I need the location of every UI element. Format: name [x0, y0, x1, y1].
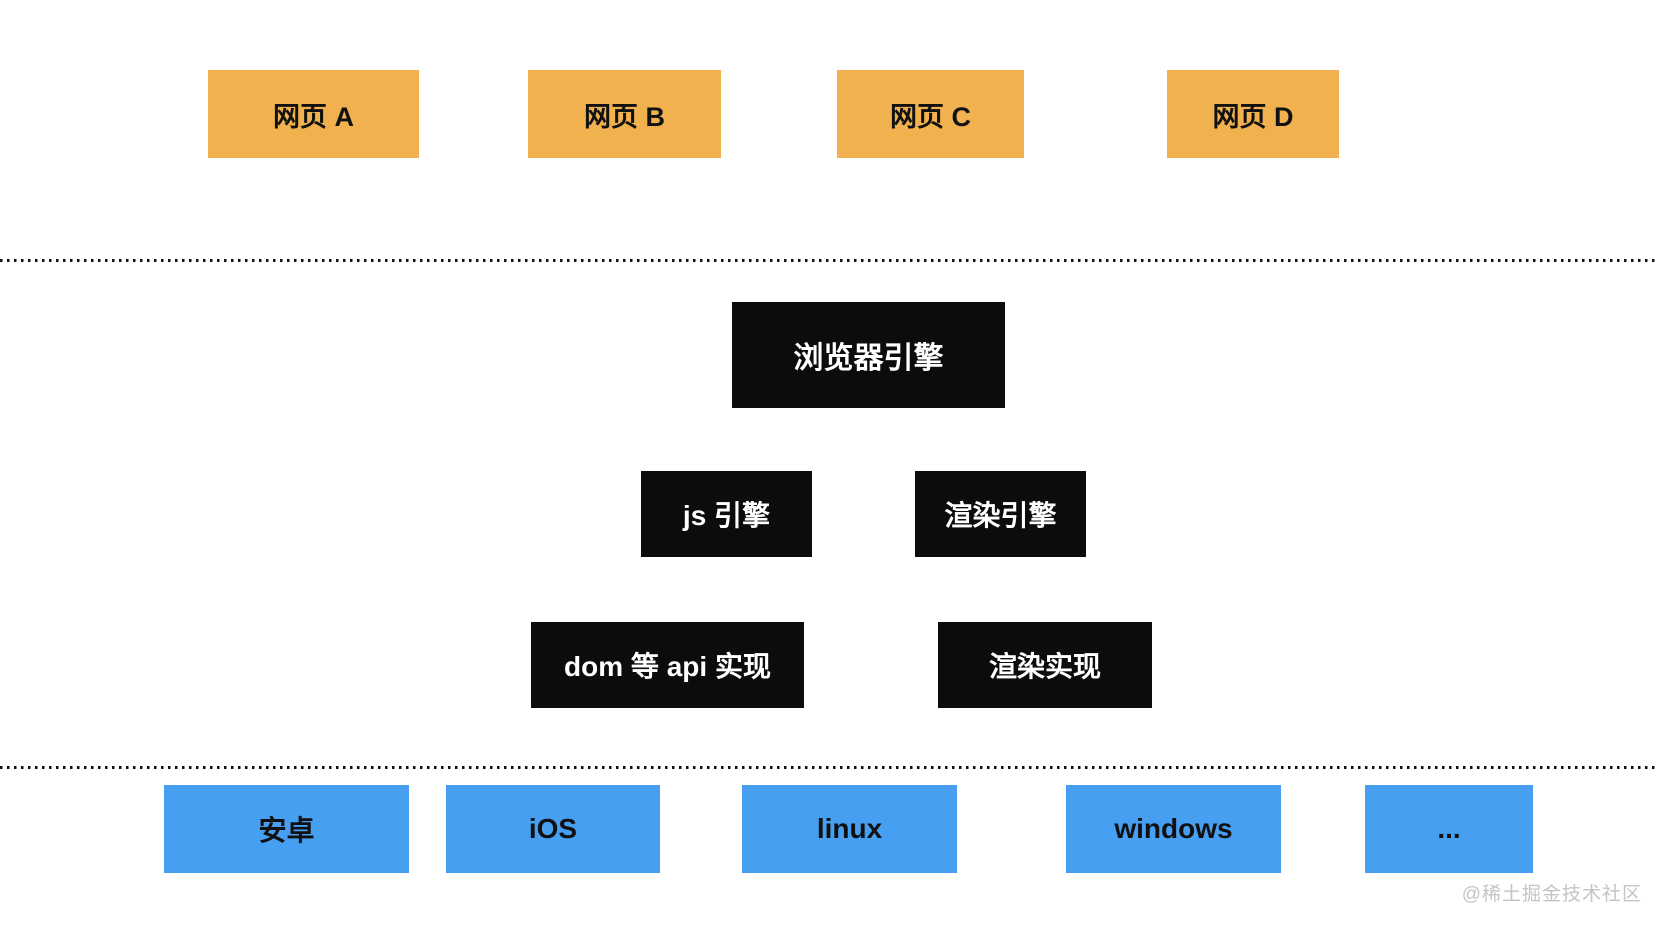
webpage-c-box: 网页 C [837, 70, 1024, 158]
juejin-watermark: @稀土掘金技术社区 [1461, 884, 1642, 905]
platform-ios-box: iOS [446, 785, 660, 873]
platform-windows-box: windows [1066, 785, 1281, 873]
platform-linux-box: linux [742, 785, 957, 873]
dotted-divider-top [0, 259, 1656, 262]
js-engine-box: js 引擎 [641, 471, 812, 557]
platform-more-box: ... [1365, 785, 1533, 873]
browser-engine-box: 浏览器引擎 [732, 302, 1005, 408]
render-implementation-box: 渲染实现 [938, 622, 1152, 708]
webpage-d-box: 网页 D [1167, 70, 1339, 158]
webpage-a-box: 网页 A [208, 70, 419, 158]
dotted-divider-bottom [0, 766, 1656, 769]
render-engine-box: 渲染引擎 [915, 471, 1086, 557]
platform-android-box: 安卓 [164, 785, 409, 873]
webpage-b-box: 网页 B [528, 70, 721, 158]
dom-api-implementation-box: dom 等 api 实现 [531, 622, 804, 708]
